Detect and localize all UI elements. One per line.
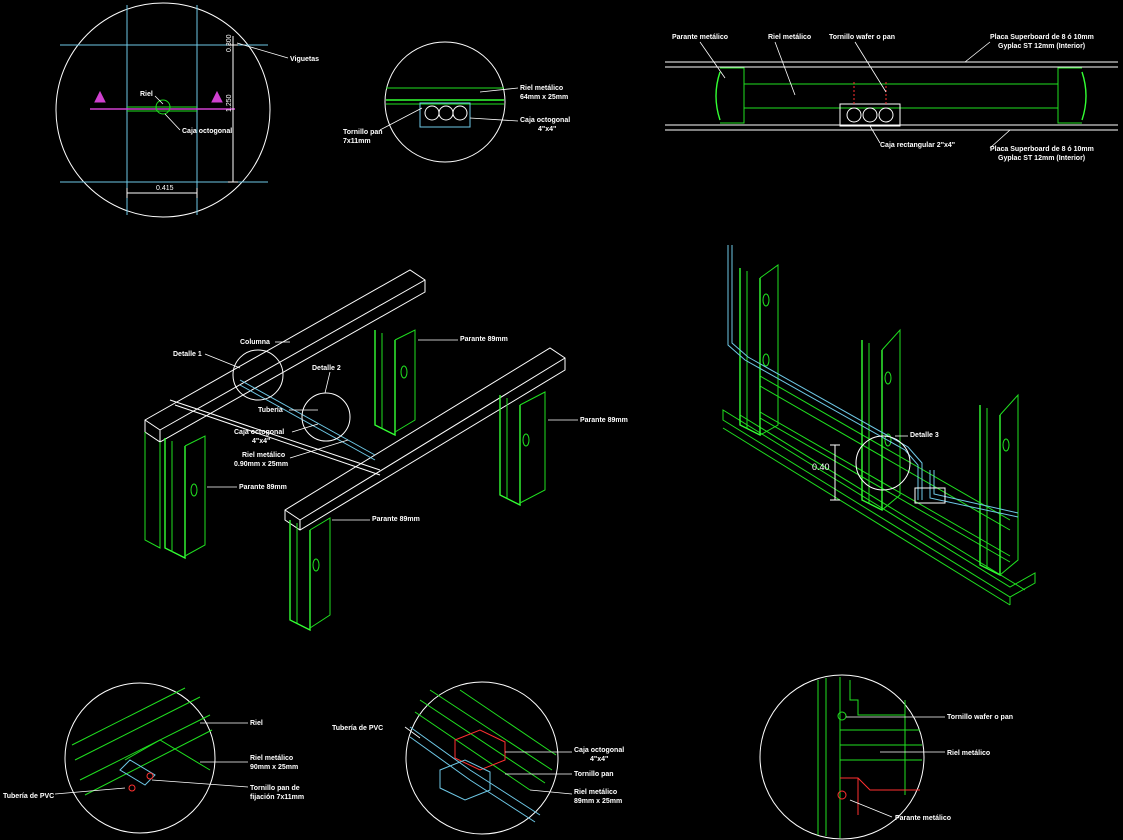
label-tornillo: Tornillo wafer o pan xyxy=(829,34,895,41)
label-tuberia-pvc: Tubería de PVC xyxy=(332,725,383,732)
label-tornillo: Tornillo pan de xyxy=(250,785,300,792)
label-caja-octogonal: Caja octogonal xyxy=(574,747,624,754)
label-riel-size: 0.90mm x 25mm xyxy=(234,461,288,468)
dim-height: 0.40 xyxy=(812,462,830,472)
label-placa-top-2: Gyplac ST 12mm (Interior) xyxy=(998,43,1085,50)
label-parante-top: Parante 89mm xyxy=(460,336,508,343)
label-tornillo-size: 7x11mm xyxy=(343,138,371,145)
label-riel: Riel xyxy=(250,720,263,727)
dim-vertical-1: 0.300 xyxy=(226,34,233,52)
label-tornillo: Tornillo pan xyxy=(343,129,383,136)
label-placa-bot-1: Placa Superboard de 8 ó 10mm xyxy=(990,146,1094,153)
label-tornillo-2: fijación 7x11mm xyxy=(250,794,304,801)
detail-top-right: Parante metálico Riel metálico Tornillo … xyxy=(665,34,1118,162)
detail-bottom-right: Tornillo wafer o pan Riel metálico Paran… xyxy=(759,674,1013,840)
label-riel-metalico: Riel metálico xyxy=(250,755,293,762)
label-riel-size: 90mm x 25mm xyxy=(250,764,298,771)
label-caja-octogonal: Caja octogonal xyxy=(234,429,284,436)
iso-left-assembly: Detalle 1 Columna Detalle 2 Parante 89mm… xyxy=(144,269,628,632)
label-tornillo: Tornillo wafer o pan xyxy=(947,714,1013,721)
label-riel-metalico: Riel metálico xyxy=(574,789,617,796)
label-placa-bot-2: Gyplac ST 12mm (Interior) xyxy=(998,155,1085,162)
detail-bottom-middle: Tubería de PVC Caja octogonal 4"x4" Torn… xyxy=(332,681,624,835)
label-caja-octogonal: Caja octogonal xyxy=(520,117,570,124)
label-caja-size: 4"x4" xyxy=(590,756,608,763)
label-placa-top-1: Placa Superboard de 8 ó 10mm xyxy=(990,34,1094,41)
label-tuberia: Tubería xyxy=(258,407,283,414)
label-columna: Columna xyxy=(240,339,270,346)
detail-top-left: 0.300 1.250 0.415 Viguetas Riel Caja oct… xyxy=(55,2,319,218)
label-caja-size: 4"x4" xyxy=(252,438,270,445)
detail-top-middle: Riel metálico 64mm x 25mm Caja octogonal… xyxy=(343,41,570,163)
level-marker-left xyxy=(94,90,106,103)
label-riel: Riel metálico xyxy=(947,750,990,757)
level-marker-right xyxy=(211,90,223,103)
label-riel: Riel metálico xyxy=(768,34,811,41)
label-tornillo: Tornillo pan xyxy=(574,771,614,778)
label-riel-metalico: Riel metálico xyxy=(520,85,563,92)
label-viguetas: Viguetas xyxy=(290,56,319,63)
label-caja-size: 4"x4" xyxy=(538,126,556,133)
dim-horizontal: 0.415 xyxy=(156,185,174,192)
label-riel: Riel xyxy=(140,91,153,98)
label-parante-left: Parante 89mm xyxy=(239,484,287,491)
label-caja: Caja rectangular 2"x4" xyxy=(880,142,955,149)
label-parante: Parante metálico xyxy=(895,815,951,822)
label-riel-metalico: Riel metálico xyxy=(242,452,285,459)
label-parante: Parante metálico xyxy=(672,34,728,41)
iso-right-assembly: 0.40 Detalle 3 xyxy=(722,245,1036,606)
label-detalle-1: Detalle 1 xyxy=(173,351,202,358)
label-caja-octogonal: Caja octogonal xyxy=(182,128,232,135)
label-tuberia-pvc: Tubería de PVC xyxy=(3,793,54,800)
label-detalle-2: Detalle 2 xyxy=(312,365,341,372)
label-parante-bottom: Parante 89mm xyxy=(372,516,420,523)
label-detalle-3: Detalle 3 xyxy=(910,432,939,439)
label-parante-right: Parante 89mm xyxy=(580,417,628,424)
label-riel-size: 89mm x 25mm xyxy=(574,798,622,805)
dim-vertical-2: 1.250 xyxy=(226,94,233,112)
label-riel-size: 64mm x 25mm xyxy=(520,94,568,101)
detail-bottom-left: Riel Riel metálico 90mm x 25mm Tubería d… xyxy=(3,682,304,834)
